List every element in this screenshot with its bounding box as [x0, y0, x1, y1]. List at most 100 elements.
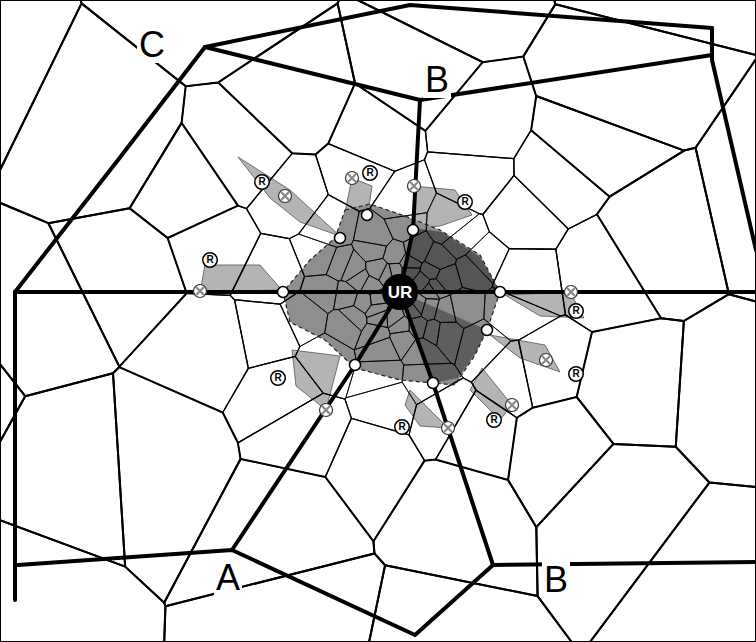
circle-shape: [203, 253, 218, 268]
cross-circle: [442, 422, 455, 435]
junction-dot: [408, 225, 419, 236]
mesh-cell: [223, 356, 323, 442]
vertex-letter: B: [423, 62, 451, 98]
cross-circle: [346, 172, 359, 185]
mesh-cell: [295, 333, 356, 399]
mesh-cell: [518, 315, 592, 408]
mesh-cell: [436, 390, 517, 480]
boundary-line: [232, 292, 400, 550]
callout-letter: R: [486, 412, 502, 428]
mesh-cell: [334, 281, 358, 310]
shaded-cell: [413, 186, 472, 228]
callout-circle: R: [254, 174, 270, 190]
mesh-cell: [325, 418, 424, 541]
callout-letter: R: [362, 165, 378, 181]
mesh-cell: [48, 208, 186, 366]
mesh-cell: [554, 0, 756, 55]
shaded-cell: [238, 157, 340, 236]
callout-letter: R: [568, 366, 584, 382]
mesh-cell: [424, 152, 514, 215]
circle-shape: [395, 420, 410, 435]
callout-letter: R: [457, 194, 473, 210]
cross-mark: [445, 425, 452, 432]
mesh-cell: [81, 0, 339, 86]
callout-circle: R: [457, 194, 473, 210]
mesh-cell: [383, 239, 406, 264]
cross-marker: [565, 286, 578, 299]
callout-circle: R: [202, 252, 218, 268]
mesh-cell: [247, 153, 329, 238]
core-region: [283, 204, 500, 385]
cross-mark: [411, 183, 418, 190]
boundary-line: [400, 100, 420, 292]
mesh-cell: [0, 0, 82, 170]
vertex-letter: C: [137, 27, 167, 63]
shaded-cell: [470, 368, 512, 420]
mesh-cell: [326, 244, 354, 281]
mesh-cell: [402, 363, 463, 404]
mesh-cell: [696, 59, 756, 302]
mesh-cell: [577, 318, 684, 447]
mesh-cell: [0, 520, 165, 642]
boundary-line: [13, 292, 17, 600]
mesh-cell: [164, 553, 385, 642]
cross-marker: [540, 354, 553, 367]
unit-label: UR: [382, 274, 418, 310]
circle-shape: [271, 371, 286, 386]
callout-letter: R: [254, 174, 270, 190]
mesh-cell: [373, 460, 537, 596]
mesh-cell: [353, 208, 393, 246]
junction-dot: [278, 287, 289, 298]
mesh-cell: [471, 340, 532, 418]
callout-letter: R: [270, 370, 286, 386]
vertex-letter: A: [214, 560, 242, 596]
core-outline: [283, 204, 500, 385]
boundary-line: [712, 28, 756, 250]
cross-marker: [506, 399, 519, 412]
cross-circle: [565, 286, 578, 299]
cross-mark: [197, 288, 204, 295]
cross-marker: [279, 190, 292, 203]
junction-dot: [362, 210, 373, 221]
cross-marker: [346, 172, 359, 185]
cross-mark: [509, 402, 516, 409]
mesh-cell: [235, 300, 300, 369]
cross-marker: [408, 180, 421, 193]
mesh-cell: [168, 206, 261, 296]
cross-marker: [320, 404, 333, 417]
callout-letter: R: [568, 303, 584, 319]
mesh-cell: [341, 249, 366, 281]
junction-dot: [428, 378, 439, 389]
mesh-cell: [351, 240, 386, 262]
cross-circle: [540, 354, 553, 367]
callout-letter: R: [394, 419, 410, 435]
mesh-cell: [676, 294, 756, 487]
boundary-line: [205, 5, 712, 47]
junction-dot: [482, 325, 493, 336]
mesh-cell: [441, 214, 489, 260]
mesh-cell: [354, 291, 372, 314]
mesh-cell: [597, 148, 729, 321]
callout-circle: R: [270, 370, 286, 386]
cross-mark: [282, 193, 289, 200]
mesh-cell: [238, 393, 352, 477]
mesh-cell: [338, 0, 483, 131]
junction-dot: [495, 287, 506, 298]
mesh-cell: [300, 275, 339, 314]
circle-shape: [255, 175, 270, 190]
junction-dot: [335, 233, 346, 244]
shaded-cell: [490, 335, 560, 372]
mesh-cell: [484, 287, 561, 341]
cross-marker: [442, 422, 455, 435]
cross-circle: [194, 285, 207, 298]
boundary-line: [15, 47, 205, 292]
cross-circle: [279, 190, 292, 203]
mesh-cell: [384, 213, 427, 243]
mesh-cell: [455, 255, 493, 293]
junction-dot: [350, 360, 361, 371]
boundary-line: [400, 292, 493, 565]
circle-shape: [363, 166, 378, 181]
junction-markers: [194, 172, 578, 435]
